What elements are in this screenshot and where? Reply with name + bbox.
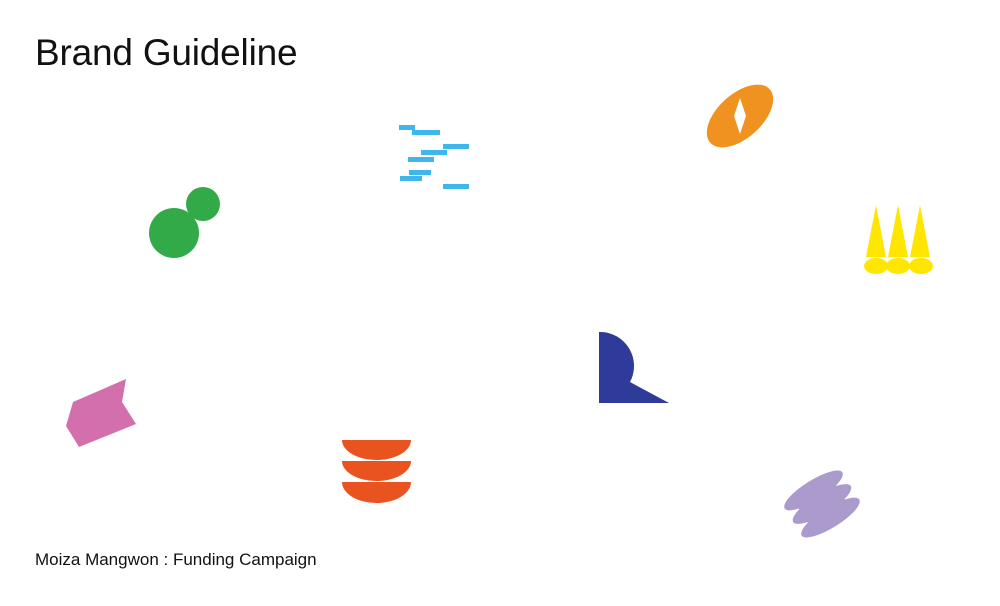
green-circles-icon: [149, 187, 220, 258]
blue-dashes-icon: [399, 125, 469, 189]
page-title: Brand Guideline: [35, 32, 298, 73]
orange-half-circles-icon: [342, 440, 411, 503]
lavender-blob-icon: [784, 470, 860, 538]
navy-quarter-shape-icon: [599, 331, 669, 403]
orange-eye-icon: [706, 84, 774, 148]
yellow-cones-icon: [864, 205, 933, 274]
campaign-caption: Moiza Mangwon : Funding Campaign: [35, 550, 317, 569]
pink-polygon-icon: [66, 379, 136, 447]
